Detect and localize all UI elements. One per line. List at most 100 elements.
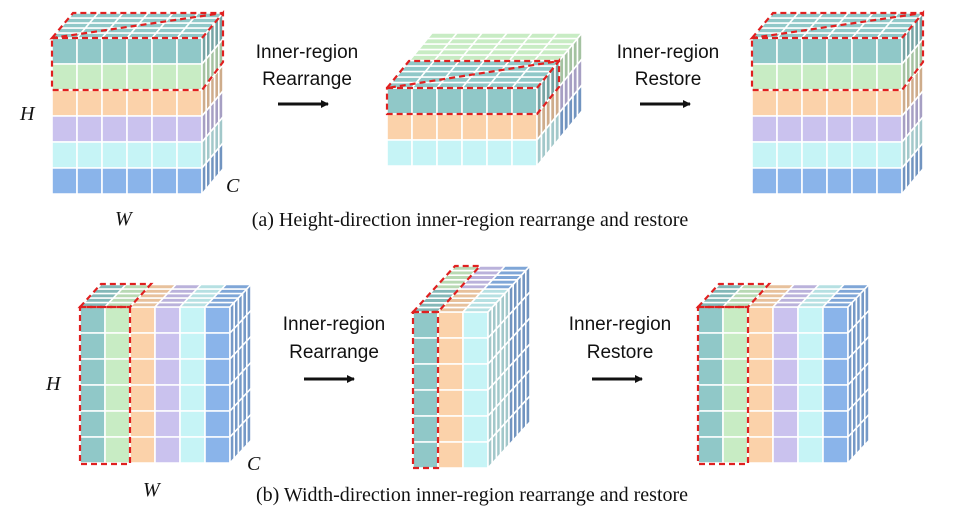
front-cell [386, 139, 413, 167]
front-cell [722, 384, 749, 412]
front-cell [722, 306, 749, 334]
front-cell [826, 89, 853, 117]
panel-b-input-region-outline [78, 305, 132, 466]
front-cell [851, 167, 878, 195]
front-cell [822, 436, 849, 464]
front-cell [151, 115, 178, 143]
front-cell [204, 306, 231, 334]
panel-a-rearranged-region-outline [385, 57, 561, 116]
front-cell [747, 306, 774, 334]
front-cell [129, 384, 156, 412]
front-cell [822, 384, 849, 412]
side-cell [218, 140, 224, 177]
front-cell [129, 358, 156, 386]
front-cell [461, 87, 488, 115]
front-cell [126, 167, 153, 195]
front-cell [412, 311, 439, 339]
front-cell [751, 89, 778, 117]
panel-b-output-region-outline-top [695, 282, 772, 309]
front-cell [461, 113, 488, 141]
panel-b-restore-label-line2: Restore [587, 342, 654, 363]
panel-b-restore-label-line1: Inner-region [569, 314, 671, 335]
front-cell [747, 384, 774, 412]
front-cell [826, 37, 853, 65]
front-cell [697, 306, 724, 334]
front-cell [126, 115, 153, 143]
front-cell [104, 358, 131, 386]
front-cell [129, 436, 156, 464]
front-cell [462, 311, 489, 339]
front-cell [797, 306, 824, 334]
panel-a-output-region-outline [750, 9, 925, 92]
front-cell [151, 63, 178, 91]
front-cell [412, 337, 439, 365]
front-cell [411, 139, 438, 167]
panel-a-input-region-outline [50, 9, 225, 92]
front-cell [151, 167, 178, 195]
panel-b-rearranged-region-outline [411, 310, 440, 470]
front-cell [772, 410, 799, 438]
front-cell [151, 141, 178, 169]
front-cell [697, 384, 724, 412]
front-cell [204, 410, 231, 438]
front-cell [776, 89, 803, 117]
front-cell [151, 37, 178, 65]
tensor-cubes [49, 9, 925, 471]
front-cell [876, 89, 903, 117]
front-cell [722, 436, 749, 464]
front-cell [154, 306, 181, 334]
front-cell [179, 306, 206, 334]
front-cell [51, 115, 78, 143]
front-cell [79, 384, 106, 412]
front-cell [176, 115, 203, 143]
front-cell [776, 37, 803, 65]
front-cell [204, 358, 231, 386]
front-cell [772, 384, 799, 412]
front-cell [154, 436, 181, 464]
front-cell [412, 363, 439, 391]
front-cell [204, 436, 231, 464]
front-cell [776, 141, 803, 169]
front-cell [154, 410, 181, 438]
front-cell [129, 410, 156, 438]
panel-a-axis-h: H [19, 103, 36, 125]
panel-a-rearranged-region-outline-top [384, 59, 560, 90]
front-cell [412, 441, 439, 469]
panel-a-output-cube [750, 10, 925, 197]
front-cell [876, 167, 903, 195]
front-cell [386, 87, 413, 115]
front-cell [776, 63, 803, 91]
front-cell [772, 306, 799, 334]
front-cell [79, 358, 106, 386]
front-cell [772, 436, 799, 464]
front-cell [462, 415, 489, 443]
front-cell [801, 115, 828, 143]
front-cell [176, 37, 203, 65]
front-cell [876, 141, 903, 169]
front-cell [851, 141, 878, 169]
front-cell [511, 87, 538, 115]
front-cell [437, 441, 464, 469]
front-cell [826, 63, 853, 91]
front-cell [747, 358, 774, 386]
front-cell [797, 436, 824, 464]
front-cell [151, 89, 178, 117]
front-cell [76, 63, 103, 91]
front-cell [76, 37, 103, 65]
front-cell [797, 358, 824, 386]
side-cell [576, 82, 583, 119]
front-cell [851, 63, 878, 91]
front-cell [411, 87, 438, 115]
front-cell [776, 115, 803, 143]
panel-b-output-cube [696, 282, 871, 466]
front-cell [697, 358, 724, 386]
front-cell [747, 332, 774, 360]
front-cell [176, 141, 203, 169]
front-cell [179, 410, 206, 438]
front-cell [511, 113, 538, 141]
front-cell [179, 332, 206, 360]
front-cell [801, 167, 828, 195]
front-cell [51, 141, 78, 169]
panel-a-axis-w: W [115, 208, 134, 230]
front-cell [437, 337, 464, 365]
